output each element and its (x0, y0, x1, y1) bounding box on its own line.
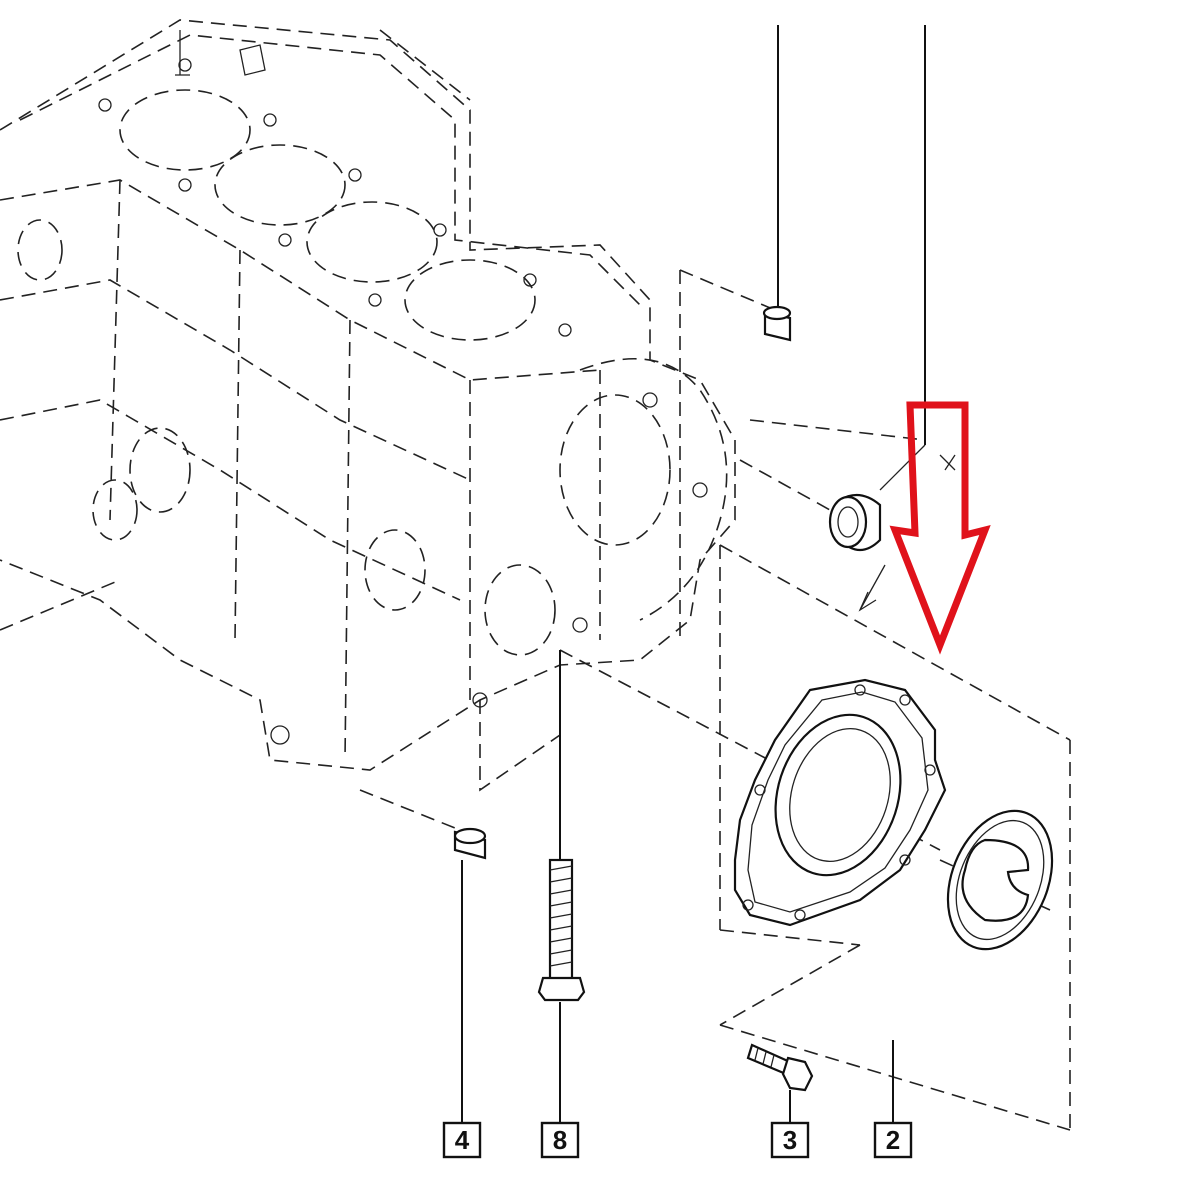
short-bolt (746, 1043, 814, 1125)
dowel-pin-upper (762, 25, 792, 342)
pilot-bushing (828, 25, 956, 612)
rear-seal-housing[interactable] (733, 678, 947, 927)
dust-shield (946, 809, 1054, 951)
down-arrow-icon (889, 401, 991, 655)
callout-8-label: 8 (553, 1125, 567, 1155)
callout-8: 8 (540, 1121, 580, 1159)
callout-2-label: 2 (886, 1125, 900, 1155)
callout-4-label: 4 (455, 1125, 470, 1155)
long-bolt (537, 650, 586, 1125)
callout-2: 2 (873, 1040, 913, 1159)
callout-3-label: 3 (783, 1125, 797, 1155)
dowel-pin-lower (453, 827, 487, 1125)
engine-block (0, 19, 736, 771)
callout-4: 4 (442, 1121, 482, 1159)
callout-3: 3 (770, 1121, 810, 1159)
